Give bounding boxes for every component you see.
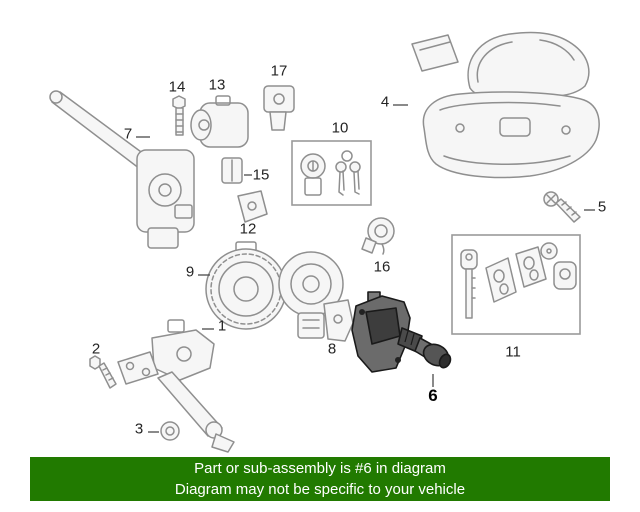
callout-15[interactable]: 15: [252, 166, 270, 184]
callout-6-highlighted[interactable]: 6: [428, 386, 438, 405]
part-16-sensor-art: [361, 217, 395, 255]
part-8-bracket-art: [323, 299, 354, 342]
part-10-group-art: [291, 140, 372, 206]
part-17-switch-art: [263, 85, 295, 131]
part-3-nut-art: [160, 421, 180, 441]
callout-7[interactable]: 7: [123, 125, 133, 143]
callout-10[interactable]: 10: [331, 119, 349, 137]
callout-4[interactable]: 4: [380, 93, 390, 111]
part-1-steering-column-art: [117, 319, 235, 453]
part-13-housing-art: [190, 95, 249, 148]
part-7-lever-art: [49, 90, 195, 249]
callout-17[interactable]: 17: [270, 62, 288, 80]
callout-8[interactable]: 8: [327, 340, 337, 358]
callout-3[interactable]: 3: [134, 420, 144, 438]
callout-16[interactable]: 16: [373, 258, 391, 276]
part-15-switch-art: [221, 157, 243, 184]
part-14-bolt-art: [172, 95, 186, 136]
banner-line-2: Diagram may not be specific to your vehi…: [174, 481, 466, 498]
callout-13[interactable]: 13: [208, 76, 226, 94]
diagram-notice-banner: Part or sub-assembly is #6 in diagram Di…: [30, 457, 610, 501]
part-2-bolt-art: [89, 355, 117, 389]
callout-9[interactable]: 9: [185, 263, 195, 281]
callout-5[interactable]: 5: [597, 198, 607, 216]
banner-line-1: Part or sub-assembly is #6 in diagram: [194, 459, 446, 477]
part-6-turn-signal-switch-art: [351, 291, 452, 373]
part-11-keys-group-art: [451, 234, 581, 335]
callout-12[interactable]: 12: [239, 220, 257, 238]
part-4-column-covers-art: [411, 31, 600, 179]
callout-11[interactable]: 11: [505, 343, 521, 361]
part-5-screw-art: [543, 191, 581, 223]
callout-1[interactable]: 1: [217, 317, 227, 335]
part-12-bracket-art: [237, 190, 268, 223]
callout-14[interactable]: 14: [168, 78, 186, 96]
part-9-spiral-cable-art: [205, 241, 344, 339]
callout-2[interactable]: 2: [91, 340, 101, 358]
leader-lines: [136, 104, 595, 433]
